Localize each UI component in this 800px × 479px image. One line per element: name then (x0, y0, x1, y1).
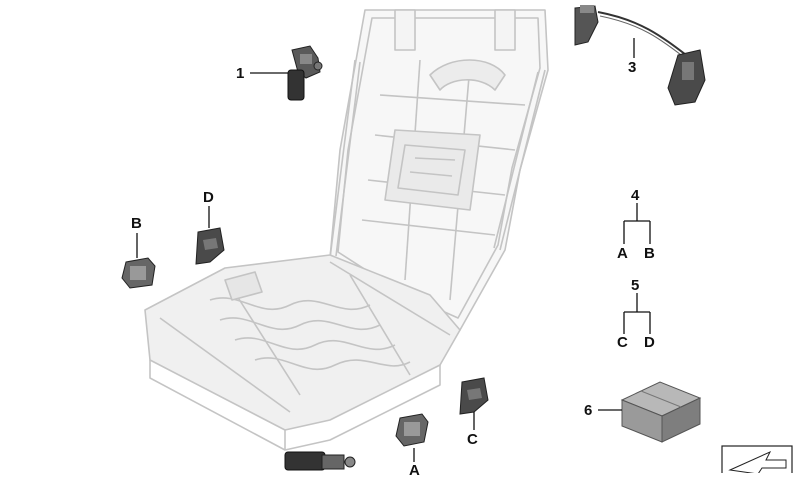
tree4-right-label: B (644, 245, 655, 262)
callout-4: 4 (631, 187, 640, 204)
callout-D: D (203, 189, 214, 206)
callout-5: 5 (631, 277, 640, 294)
callout-6: 6 (584, 402, 593, 419)
box-part-icon (620, 381, 702, 443)
leader-lines (136, 38, 651, 462)
tree4-left-label: A (617, 245, 628, 262)
tree5-left-label: C (617, 334, 628, 351)
clip-part-icon (459, 377, 489, 415)
cable-bowden-icon (574, 5, 706, 106)
arrow-logo-icon (721, 445, 793, 473)
callout-3: 3 (628, 59, 637, 76)
motor-part-icon (287, 45, 323, 101)
callout-B: B (131, 215, 142, 232)
callout-A: A (409, 462, 420, 479)
clip-part-icon (195, 227, 225, 265)
tree5-right-label: D (644, 334, 655, 351)
sensor-part-icon (395, 413, 429, 447)
callout-1: 1 (236, 65, 245, 82)
callout-C: C (467, 431, 478, 448)
sensor-part-icon (121, 257, 156, 289)
motor-part-icon (284, 451, 356, 471)
seat-frame-illustration (144, 9, 549, 451)
